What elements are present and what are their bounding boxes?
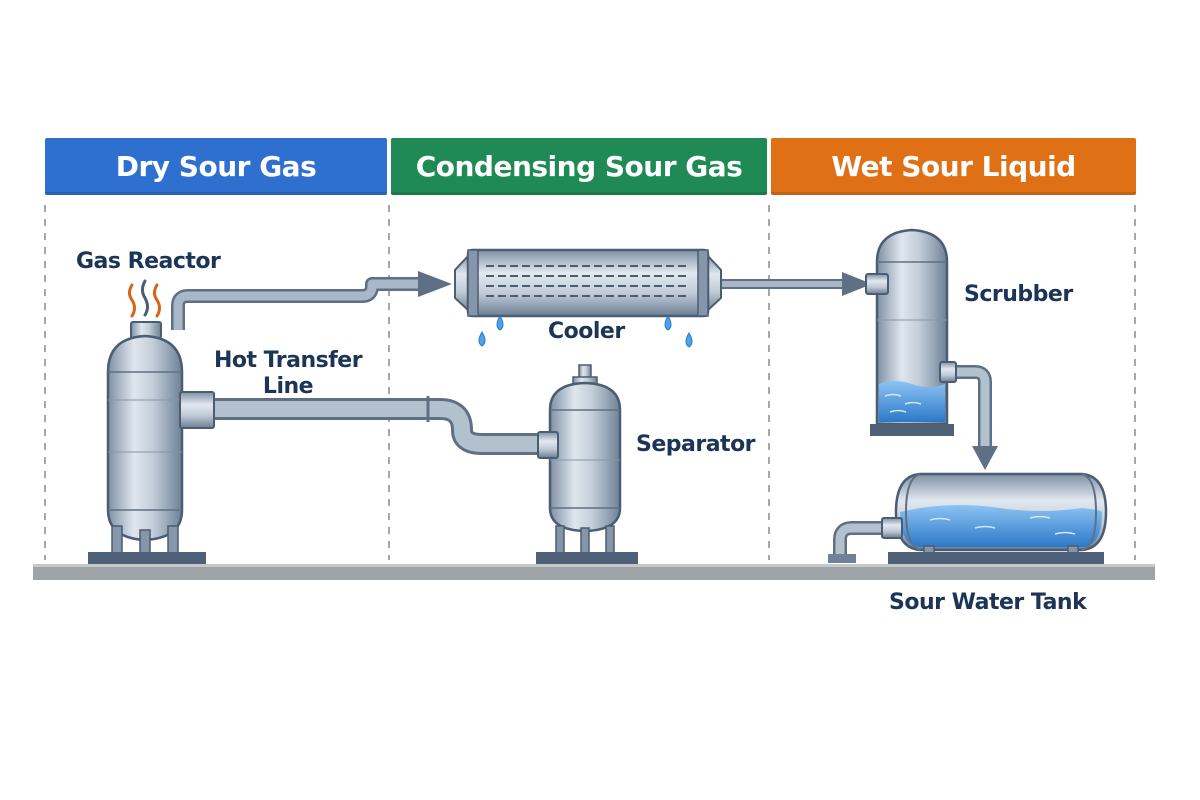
water-droplet-icons — [478, 315, 693, 348]
heat-waves-icon — [128, 283, 136, 318]
label-hot-transfer-line-2: Line — [262, 374, 314, 399]
ground-line — [33, 564, 1155, 580]
arrow-to-scrubber — [842, 272, 872, 296]
arrow-to-cooler — [418, 271, 452, 297]
pipe-scrubber-to-tank — [945, 365, 992, 448]
label-hot-transfer-line-1: Hot Transfer — [213, 348, 363, 373]
tank-water — [900, 505, 1102, 547]
zone-header-condensing-sour-gas: Condensing Sour Gas — [391, 138, 767, 195]
scrubber-water — [879, 381, 945, 422]
zone-header-wet-sour-liquid: Wet Sour Liquid — [771, 138, 1136, 195]
label-cooler: Cooler — [548, 319, 625, 344]
label-sour-water-tank: Sour Water Tank — [889, 590, 1087, 615]
gas-reactor-vessel — [88, 279, 215, 564]
sour-water-tank — [881, 472, 1108, 564]
pipe-hot-transfer-line — [200, 396, 545, 455]
label-separator: Separator — [636, 432, 756, 457]
separator-vessel — [536, 364, 638, 564]
cooler-heat-exchanger — [454, 248, 722, 348]
pipe-tank-outlet — [833, 521, 900, 558]
label-hot-transfer-line: Hot Transfer Line — [208, 348, 368, 400]
zone-dividers — [44, 205, 1136, 560]
zone-header-dry-sour-gas: Dry Sour Gas — [45, 138, 387, 195]
label-scrubber: Scrubber — [964, 282, 1073, 307]
scrubber-column — [865, 228, 957, 436]
label-gas-reactor: Gas Reactor — [76, 249, 221, 274]
pipe-reactor-to-cooler — [171, 277, 420, 330]
arrow-to-tank — [972, 446, 998, 470]
